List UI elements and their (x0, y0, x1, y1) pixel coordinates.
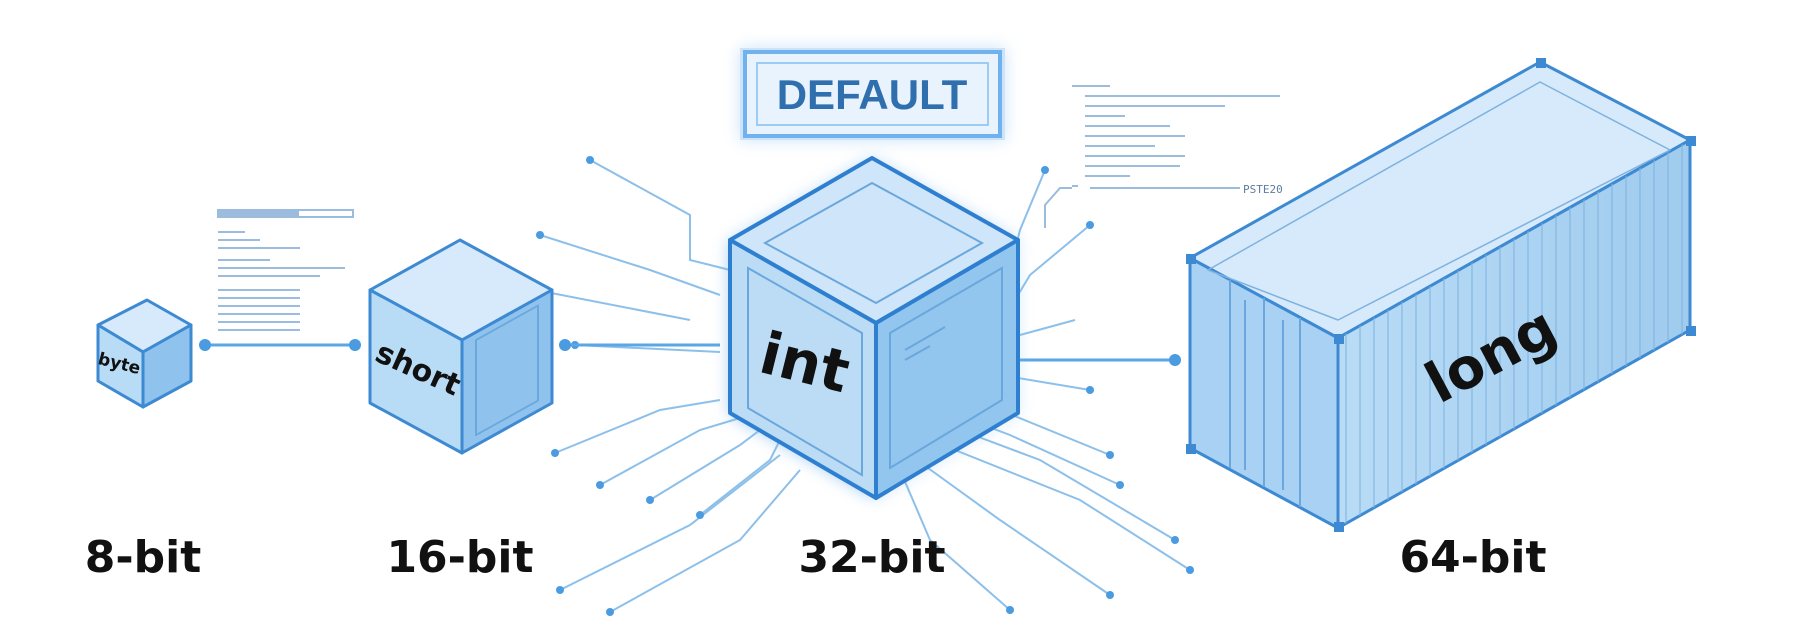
connector-lines (199, 339, 1181, 366)
short-bits-label: 16-bit (386, 532, 533, 583)
side-note-label: PSTE20 (1243, 183, 1283, 196)
code-snippet-right (1044, 85, 1280, 228)
long-bits-label: 64-bit (1399, 532, 1546, 583)
byte-cube: byte (96, 298, 193, 409)
default-badge-text: DEFAULT (777, 71, 968, 118)
int-bits-label: 32-bit (798, 532, 945, 583)
int-cube: int (728, 156, 1020, 500)
short-cube: short (368, 238, 554, 455)
circuit-nodes (536, 156, 1194, 616)
byte-bits-label: 8-bit (85, 532, 202, 583)
default-badge: DEFAULT (740, 48, 1005, 140)
long-container: long (1186, 58, 1696, 532)
code-snippet-left (217, 209, 354, 331)
